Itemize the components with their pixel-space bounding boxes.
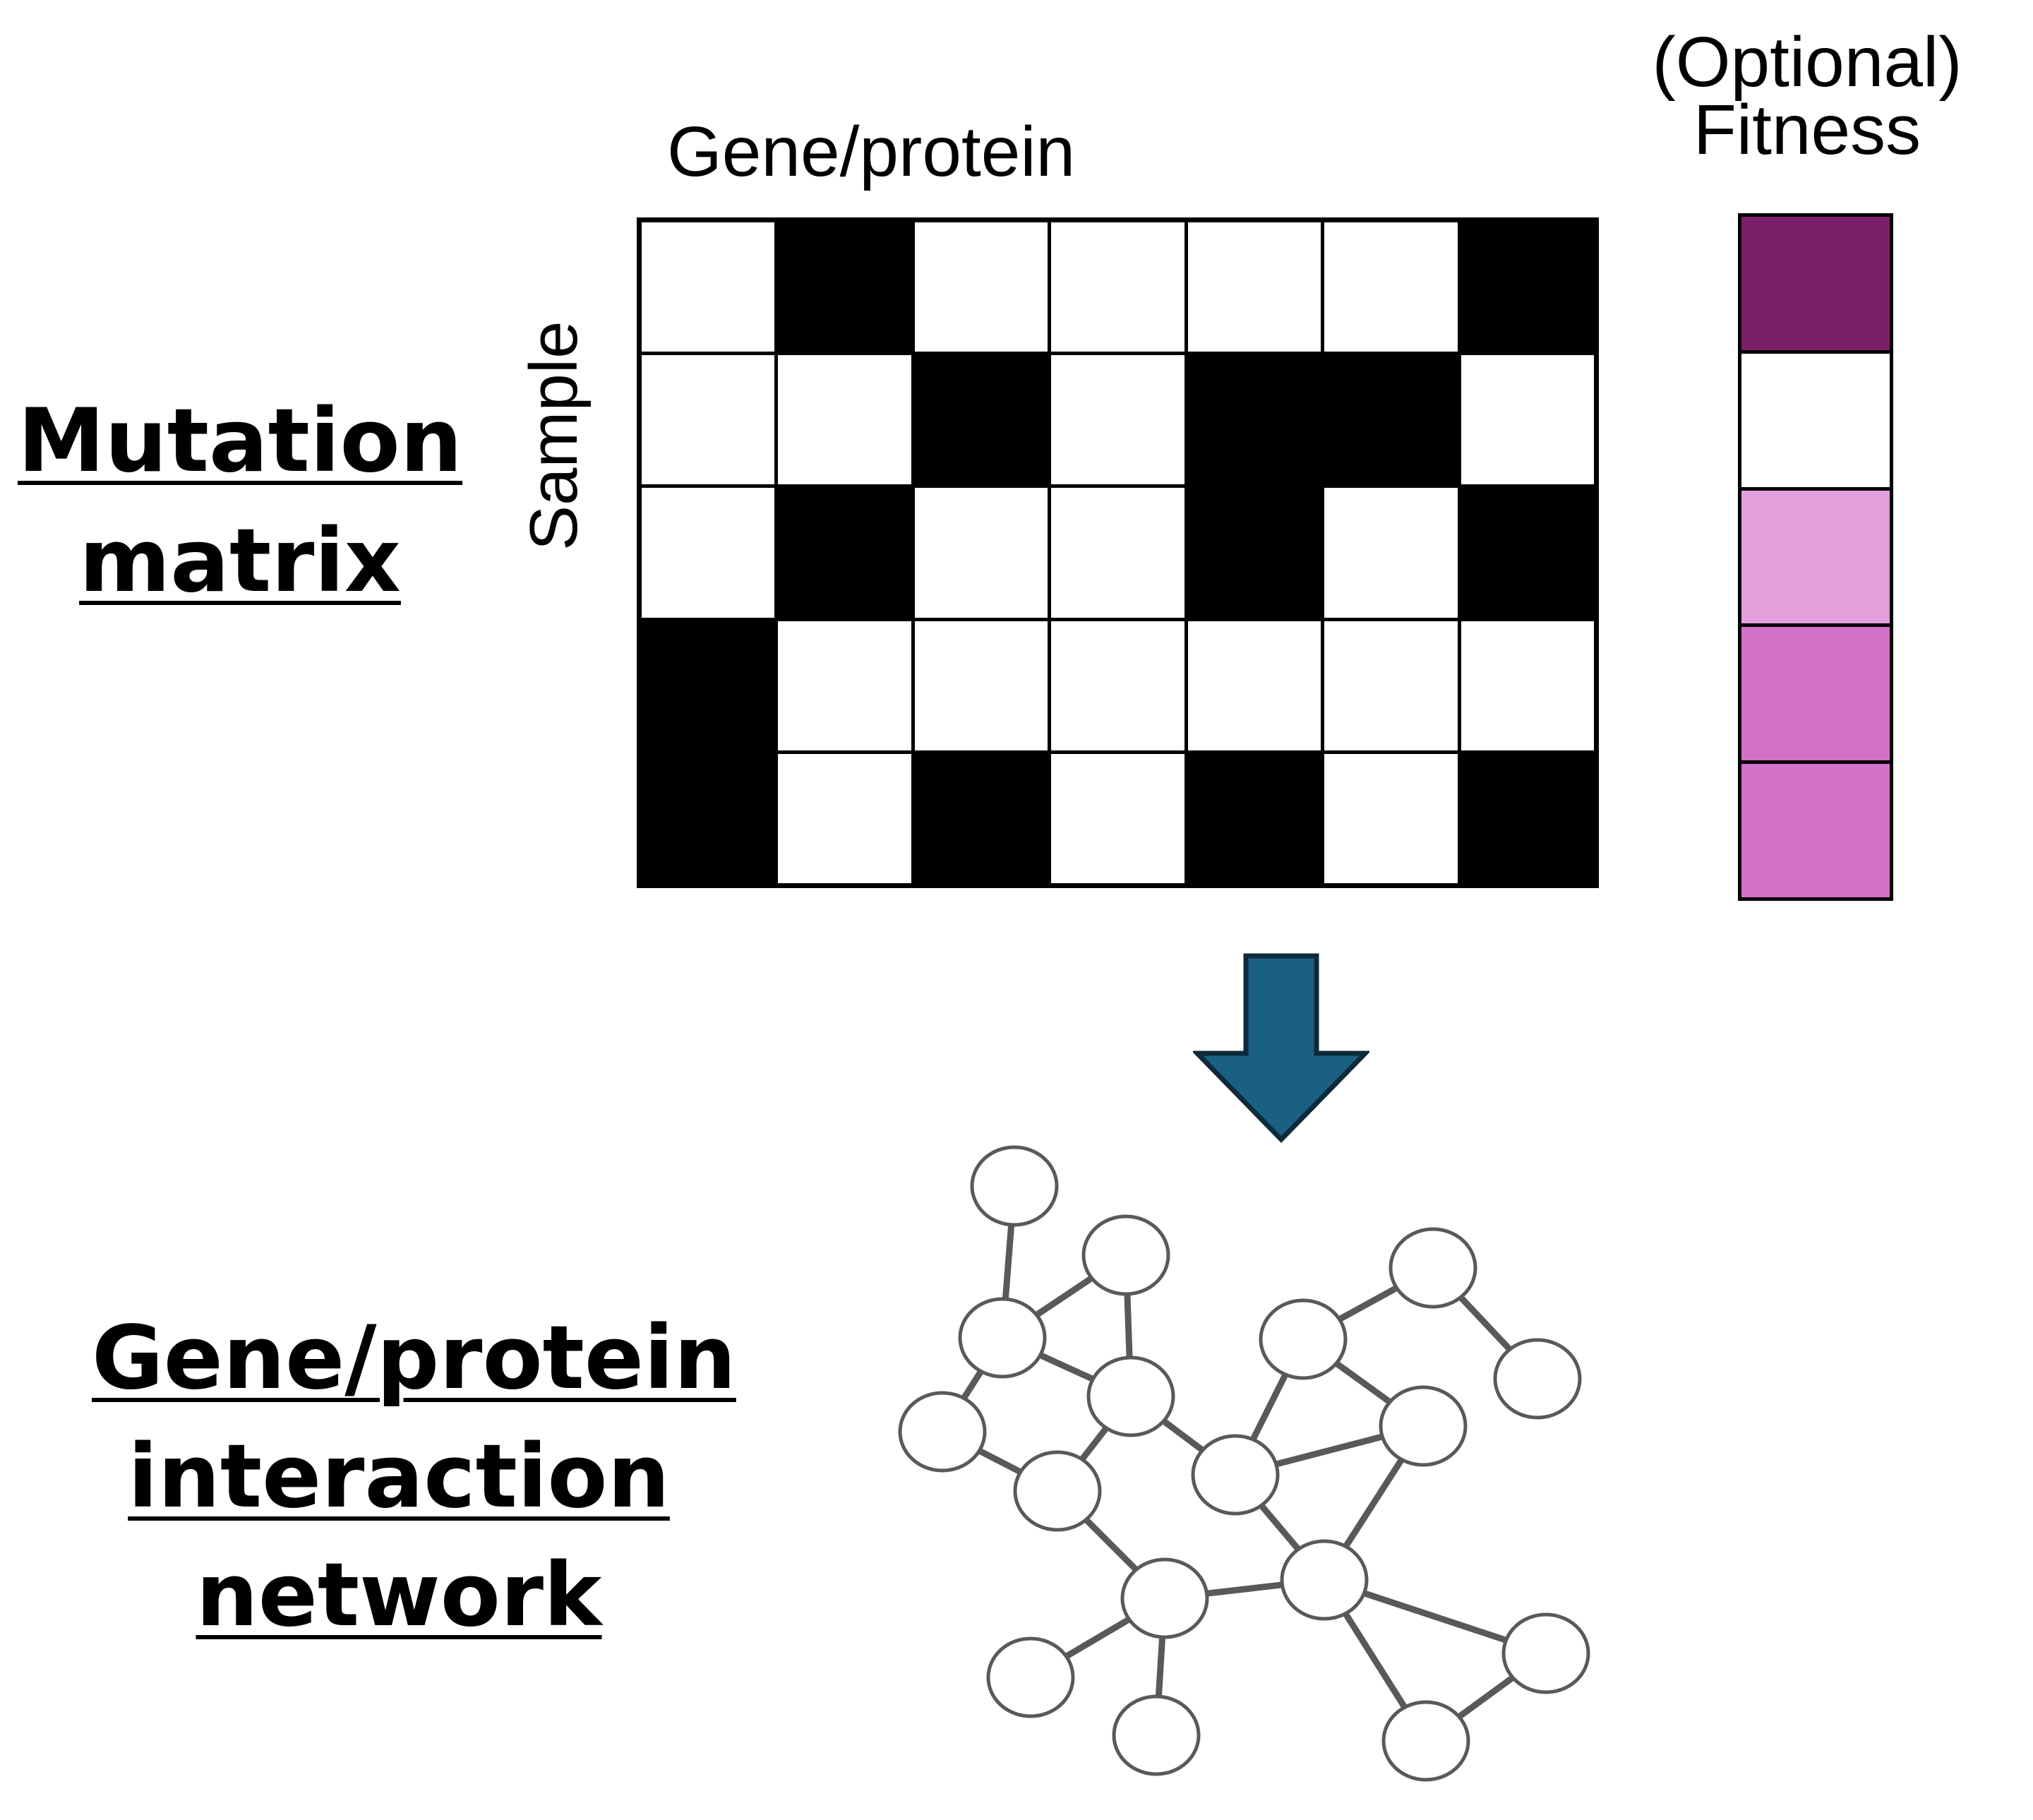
matrix-cell (642, 621, 775, 750)
matrix-cell (1051, 753, 1185, 883)
matrix-cell (1187, 355, 1321, 485)
network-node (958, 1297, 1047, 1379)
network-node (1259, 1298, 1348, 1380)
fitness-bar (1738, 213, 1893, 901)
network-node (1086, 1355, 1175, 1437)
matrix-cell (914, 222, 1048, 352)
matrix-cell (1187, 621, 1321, 750)
matrix-cell (1461, 488, 1594, 618)
network-node (1081, 1214, 1170, 1296)
network-node (1493, 1338, 1582, 1420)
matrix-cell (642, 355, 775, 485)
network-title: Gene/protein interaction network (92, 1299, 736, 1655)
mutation-matrix (637, 217, 1599, 888)
network-node (1191, 1434, 1280, 1516)
matrix-cell (1051, 621, 1185, 750)
matrix-cell (1324, 753, 1458, 883)
mutation-matrix-title: Mutation matrix (14, 381, 466, 621)
matrix-cell (642, 753, 775, 883)
network-nodes (898, 1145, 1590, 1782)
network-node (1112, 1694, 1201, 1776)
down-arrow-shape (1193, 953, 1369, 1144)
matrix-cell (1461, 753, 1594, 883)
matrix-cell (1324, 222, 1458, 352)
network-node (986, 1636, 1075, 1718)
matrix-cell (914, 488, 1048, 618)
network-node (1120, 1557, 1209, 1639)
fitness-label: (Optional) Fitness (1624, 23, 1991, 169)
matrix-cell (642, 488, 775, 618)
matrix-cell (1324, 621, 1458, 750)
network-node (898, 1391, 987, 1473)
network-node (1013, 1450, 1102, 1532)
matrix-cell (1187, 753, 1321, 883)
matrix-cell (642, 222, 775, 352)
fitness-cell (1741, 353, 1890, 487)
mutation-title-line-1: Mutation (18, 390, 462, 492)
fitness-cell (1741, 217, 1890, 350)
matrix-cell (914, 753, 1048, 883)
matrix-cell (1187, 488, 1321, 618)
matrix-cell (1324, 355, 1458, 485)
matrix-cell (778, 621, 911, 750)
matrix-cell (778, 488, 911, 618)
network-node (970, 1145, 1059, 1227)
network-node (1501, 1612, 1590, 1694)
matrix-cell (1461, 222, 1594, 352)
gene-axis-label: Gene/protein (667, 112, 1076, 191)
fitness-label-line-1: (Optional) (1652, 23, 1962, 102)
down-arrow-icon (1193, 953, 1369, 1144)
matrix-cell (1051, 488, 1185, 618)
network-node (1389, 1227, 1477, 1309)
matrix-cell (914, 355, 1048, 485)
fitness-label-line-2: Fitness (1693, 90, 1921, 169)
matrix-cell (778, 222, 911, 352)
fitness-cell (1741, 764, 1890, 897)
matrix-cell (778, 355, 911, 485)
fitness-cell (1741, 627, 1890, 761)
interaction-network (898, 1145, 1590, 1782)
fitness-cell (1741, 490, 1890, 624)
matrix-cell (1187, 222, 1321, 352)
network-title-line-2: interaction (128, 1426, 670, 1528)
network-title-line-1: Gene/protein (92, 1307, 736, 1409)
matrix-cell (1461, 355, 1594, 485)
network-title-line-3: network (196, 1545, 602, 1646)
matrix-cell (914, 621, 1048, 750)
network-node (1379, 1385, 1468, 1467)
matrix-cell (1051, 355, 1185, 485)
mutation-title-line-2: matrix (79, 510, 401, 612)
matrix-cell (1461, 621, 1594, 750)
matrix-cell (1051, 222, 1185, 352)
sample-axis-label: Sample (516, 321, 592, 551)
network-node (1280, 1539, 1369, 1621)
matrix-cell (1324, 488, 1458, 618)
matrix-cell (778, 753, 911, 883)
network-node (1381, 1700, 1470, 1782)
